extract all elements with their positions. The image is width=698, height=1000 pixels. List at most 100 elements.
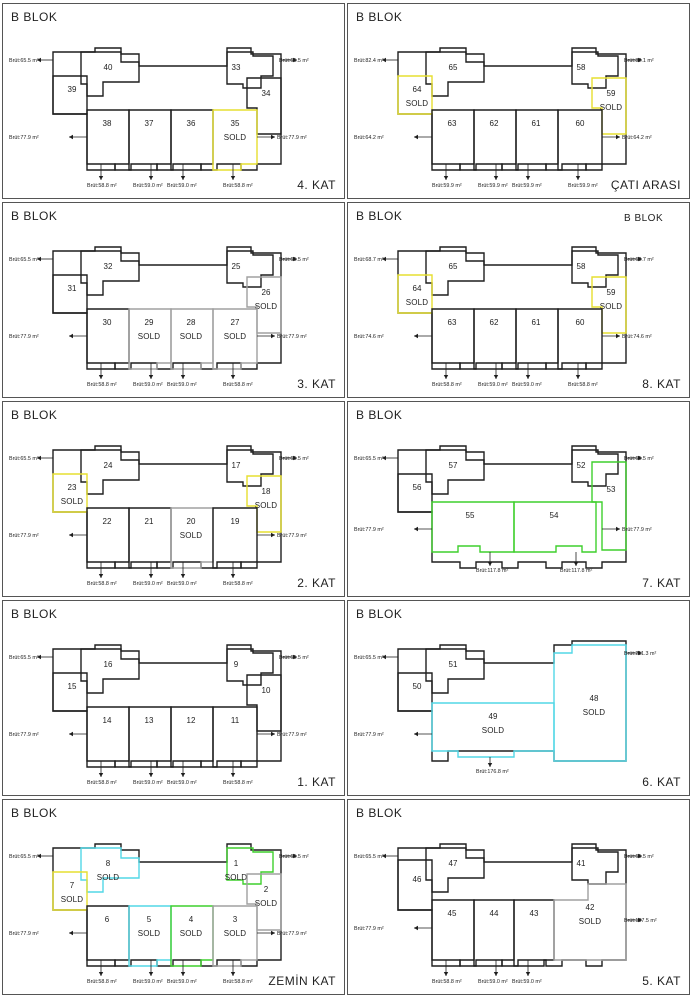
unit-24[interactable]: 24 xyxy=(80,449,140,495)
unit-17[interactable]: 17 xyxy=(226,449,274,487)
unit-12[interactable]: 12 xyxy=(170,706,214,768)
unit-36[interactable]: 36 xyxy=(170,109,214,171)
arrowhead xyxy=(293,57,297,63)
unit-41[interactable]: 41 xyxy=(571,847,619,885)
unit-47[interactable]: 47 xyxy=(425,847,485,893)
unit-16[interactable]: 16 xyxy=(80,648,140,694)
unit-62[interactable]: 62 xyxy=(473,109,517,171)
unit-number: 64 xyxy=(413,85,422,94)
arrowhead xyxy=(638,650,642,656)
unit-65[interactable]: 65 xyxy=(425,250,485,296)
unit-58[interactable]: 58 xyxy=(571,51,619,89)
unit-25[interactable]: 25 xyxy=(226,250,274,288)
unit-boundary xyxy=(591,461,627,551)
arrowhead xyxy=(293,455,297,461)
unit-boundary xyxy=(80,250,140,296)
arrowhead xyxy=(382,853,386,859)
unit-39[interactable]: 39 xyxy=(52,75,88,115)
unit-53[interactable]: 53 xyxy=(591,461,627,551)
area-label-tr: Brüt:82.1 m² xyxy=(624,58,654,64)
sold-label: SOLD xyxy=(225,873,248,882)
unit-30[interactable]: 30 xyxy=(86,308,130,370)
unit-61[interactable]: 61 xyxy=(515,308,559,370)
unit-38[interactable]: 38 xyxy=(86,109,130,171)
area-label-ml: Brüt:77.9 m² xyxy=(354,732,384,738)
unit-boundary xyxy=(212,109,258,171)
unit-63[interactable]: 63 xyxy=(431,109,475,171)
unit-60[interactable]: 60 xyxy=(557,308,603,370)
arrowhead xyxy=(382,57,386,63)
unit-55[interactable]: 55 xyxy=(431,501,515,553)
arrowhead xyxy=(493,375,499,379)
unit-6[interactable]: 6 xyxy=(86,905,130,967)
unit-43[interactable]: 43 xyxy=(513,899,555,967)
unit-52[interactable]: 52 xyxy=(571,449,619,487)
unit-58[interactable]: 58 xyxy=(571,250,619,288)
unit-56[interactable]: 56 xyxy=(397,473,433,513)
arrowhead xyxy=(414,526,418,532)
unit-13[interactable]: 13 xyxy=(128,706,172,768)
area-label-b4: Brüt:58.8 m² xyxy=(223,382,253,388)
unit-51[interactable]: 51 xyxy=(425,648,485,694)
unit-boundary xyxy=(397,672,433,712)
unit-45[interactable]: 45 xyxy=(431,899,475,967)
arrowhead xyxy=(180,972,186,976)
unit-14[interactable]: 14 xyxy=(86,706,130,768)
unit-11[interactable]: 11 xyxy=(212,706,258,768)
unit-40[interactable]: 40 xyxy=(80,51,140,97)
unit-65[interactable]: 65 xyxy=(425,51,485,97)
unit-number: 63 xyxy=(448,318,457,327)
unit-62[interactable]: 62 xyxy=(473,308,517,370)
unit-34[interactable]: 34 xyxy=(246,77,282,135)
unit-50[interactable]: 50 xyxy=(397,672,433,712)
unit-33[interactable]: 33 xyxy=(226,51,274,89)
unit-44[interactable]: 44 xyxy=(473,899,515,967)
unit-9[interactable]: 9 xyxy=(226,648,274,686)
unit-63[interactable]: 63 xyxy=(431,308,475,370)
unit-31[interactable]: 31 xyxy=(52,274,88,314)
area-label-tr: Brüt:65.5 m² xyxy=(624,456,654,462)
arrowhead xyxy=(573,562,579,566)
unit-61[interactable]: 61 xyxy=(515,109,559,171)
unit-19[interactable]: 19 xyxy=(212,507,258,569)
unit-15[interactable]: 15 xyxy=(52,672,88,712)
arrowhead xyxy=(443,375,449,379)
area-label-b1: Brüt:117.8 m² xyxy=(476,568,508,574)
unit-54[interactable]: 54 xyxy=(513,501,597,553)
unit-32[interactable]: 32 xyxy=(80,250,140,296)
unit-37[interactable]: 37 xyxy=(128,109,172,171)
unit-46[interactable]: 46 xyxy=(397,859,433,911)
arrowhead xyxy=(148,972,154,976)
unit-22[interactable]: 22 xyxy=(86,507,130,569)
unit-21[interactable]: 21 xyxy=(128,507,172,569)
block-label: B BLOK xyxy=(356,209,403,223)
unit-57[interactable]: 57 xyxy=(425,449,485,495)
unit-10[interactable]: 10 xyxy=(246,674,282,732)
unit-60[interactable]: 60 xyxy=(557,109,603,171)
unit-number: 33 xyxy=(232,63,241,72)
